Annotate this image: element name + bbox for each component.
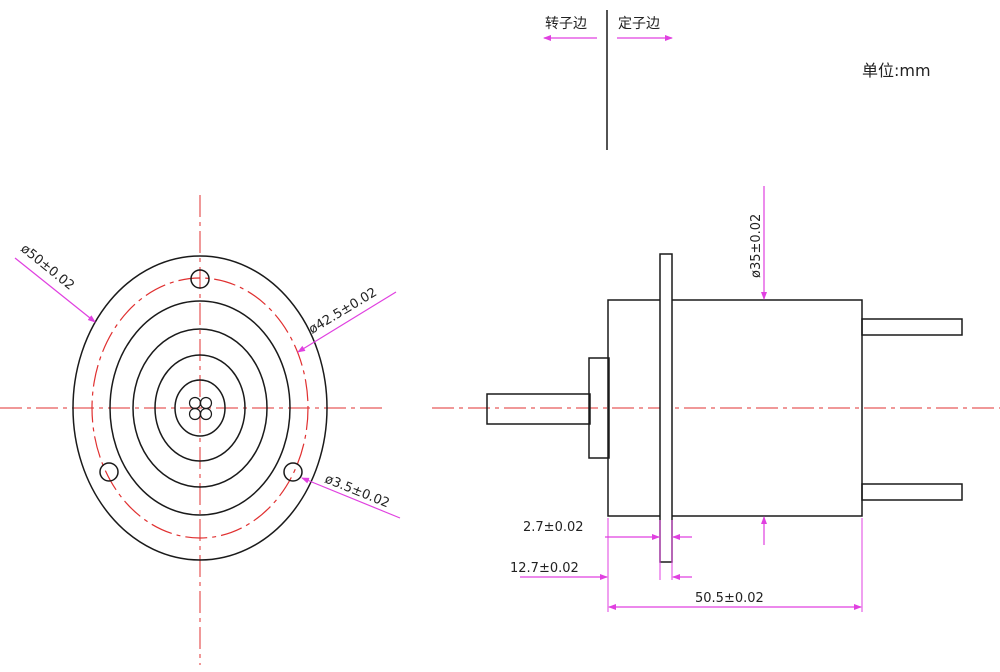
body-length-label: 50.5±0.02 [695,591,764,606]
stator-side-label: 定子边 [618,16,660,32]
output-lead-top [861,318,963,336]
body-length-dimension: 50.5±0.02 [608,518,863,612]
mounting-flange [659,253,673,563]
bolt-circle-label: ø42.5±0.02 [306,285,380,337]
body-circle-4 [174,379,226,437]
side-indicator: 转子边 定子边 [543,10,673,150]
bolt-circle [91,277,309,539]
front-view: ø50±0.02 ø42.5±0.02 ø3.5±0.02 [0,195,401,665]
flange-thickness-label: 2.7±0.02 [523,520,584,535]
body-diameter-dimension: ø35±0.02 [749,186,767,545]
body-circle-2 [132,328,268,488]
flange-offset-label: 12.7±0.02 [510,561,579,576]
hole-diameter-dimension: ø3.5±0.02 [301,472,401,519]
mounting-hole-top [190,269,210,289]
body-circle-3 [154,354,246,462]
hole-diameter-label: ø3.5±0.02 [323,472,392,512]
body-diameter-label: ø35±0.02 [749,214,764,278]
flange-thickness-dimension: 2.7±0.02 [523,520,692,580]
rotor-shaft [486,393,591,425]
shaft-holes [188,396,213,421]
mounting-hole-right [283,462,303,482]
unit-label: 单位:mm [862,61,931,80]
main-body [607,299,863,517]
side-view: ø35±0.02 2.7±0.02 12.7±0.02 50.5±0.02 [432,186,1000,612]
flange-offset-dimension: 12.7±0.02 [510,518,692,612]
mounting-hole-left [99,462,119,482]
output-lead-bottom [861,483,963,501]
rotor-side-label: 转子边 [545,16,587,32]
outer-diameter-dimension: ø50±0.02 [14,241,96,323]
flange-outer-circle [72,255,328,561]
body-circle-1 [109,300,291,516]
shaft-collar [588,357,610,459]
bolt-circle-dimension: ø42.5±0.02 [297,285,397,353]
